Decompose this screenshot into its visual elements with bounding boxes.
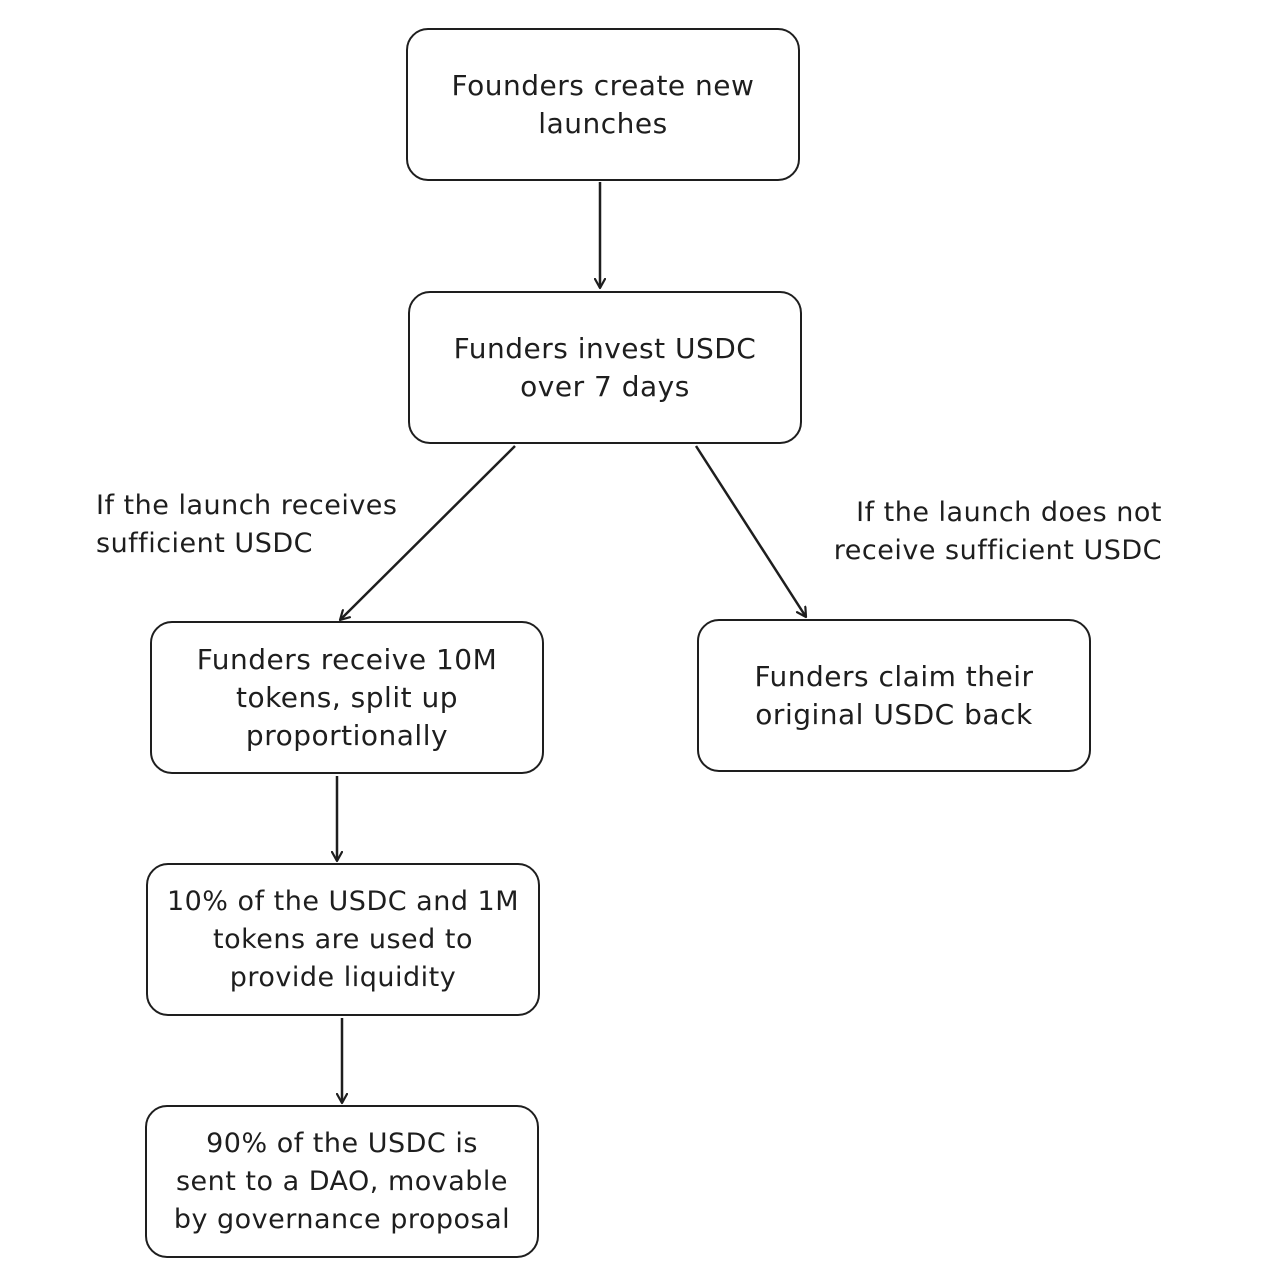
node-funders-invest: Funders invest USDC over 7 days: [408, 291, 802, 444]
node-dao: 90% of the USDC is sent to a DAO, movabl…: [145, 1105, 539, 1258]
node-founders-create: Founders create new launches: [406, 28, 800, 181]
arrow-invest-to-receive: [340, 445, 516, 620]
node-funders-receive-text: Funders receive 10M tokens, split up pro…: [196, 642, 498, 752]
node-funders-invest-text: Funders invest USDC over 7 days: [453, 331, 757, 403]
node-funders-claim: Funders claim their original USDC back: [697, 619, 1091, 772]
edge-label-insufficient: If the launch does not receive sufficien…: [833, 497, 1162, 566]
node-dao-text: 90% of the USDC is sent to a DAO, movabl…: [173, 1127, 511, 1235]
node-funders-claim-text: Funders claim their original USDC back: [754, 659, 1034, 731]
node-liquidity-text: 10% of the USDC and 1M tokens are used t…: [166, 885, 520, 993]
arrow-invest-to-claim: [694, 445, 806, 617]
node-liquidity: 10% of the USDC and 1M tokens are used t…: [146, 863, 540, 1016]
edge-label-sufficient: If the launch receives sufficient USDC: [96, 490, 398, 559]
node-founders-create-text: Founders create new launches: [451, 68, 755, 140]
node-funders-receive: Funders receive 10M tokens, split up pro…: [150, 621, 544, 774]
